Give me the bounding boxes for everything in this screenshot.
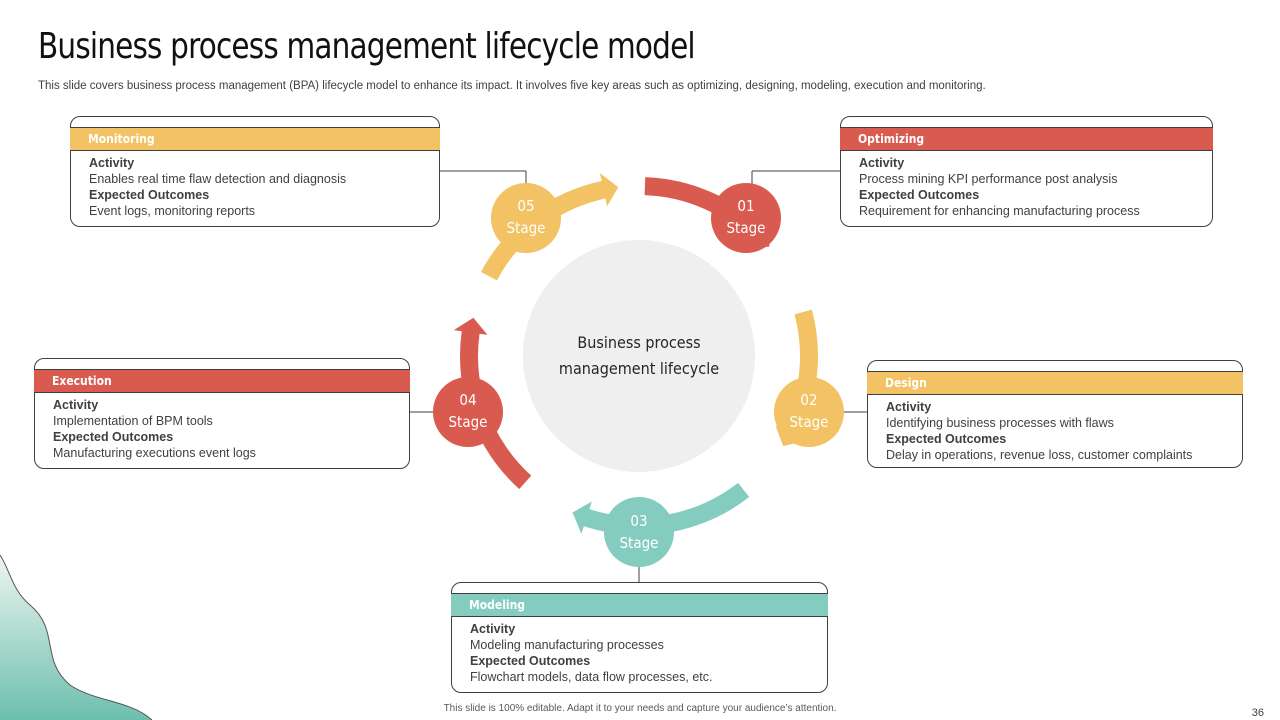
design-card: Design Activity Identifying business pro…	[867, 360, 1243, 468]
center-label: Business process management lifecycle	[524, 330, 754, 382]
stage-03-circle	[604, 497, 674, 567]
monitoring-card-body: Activity Enables real time flaw detectio…	[89, 155, 429, 219]
stage-02-word: Stage	[789, 413, 829, 431]
decorative-wave	[0, 554, 153, 720]
execution-card-header: Execution	[34, 369, 410, 393]
stage-01-number: 01	[737, 197, 755, 215]
optimizing-activity-text: Process mining KPI performance post anal…	[859, 172, 1118, 186]
stage-02-circle	[774, 377, 844, 447]
optimizing-card-header: Optimizing	[840, 127, 1213, 151]
stage-01-word: Stage	[726, 219, 766, 237]
stage-03-word: Stage	[619, 534, 659, 552]
modeling-outcomes-label: Expected Outcomes	[470, 654, 591, 668]
monitoring-outcomes-label: Expected Outcomes	[89, 188, 210, 202]
arrow-stage-04	[453, 317, 532, 490]
execution-card: Execution Activity Implementation of BPM…	[34, 358, 410, 469]
stage-04-circle	[433, 377, 503, 447]
slide-subtitle: This slide covers business process manag…	[38, 80, 986, 92]
optimizing-outcomes-label: Expected Outcomes	[859, 188, 980, 202]
modeling-outcomes-text: Flowchart models, data flow processes, e…	[470, 670, 713, 684]
optimizing-activity-label: Activity	[859, 156, 905, 170]
design-activity-text: Identifying business processes with flaw…	[886, 416, 1114, 430]
monitoring-activity-label: Activity	[89, 156, 135, 170]
stage-03-number: 03	[630, 512, 648, 530]
stage-01-circle	[711, 183, 781, 253]
design-card-header: Design	[867, 371, 1243, 395]
stage-02-number: 02	[800, 391, 818, 409]
modeling-card-body: Activity Modeling manufacturing processe…	[470, 621, 817, 685]
monitoring-activity-text: Enables real time flaw detection and dia…	[89, 172, 347, 186]
execution-outcomes-text: Manufacturing executions event logs	[53, 446, 256, 460]
stage-04-number: 04	[459, 391, 477, 409]
stage-04-word: Stage	[448, 413, 488, 431]
slide-title: Business process management lifecycle mo…	[38, 26, 696, 67]
stage-05-label: 05 Stage	[491, 195, 561, 239]
monitoring-card-header: Monitoring	[70, 127, 440, 151]
stage-03-label: 03 Stage	[604, 510, 674, 554]
modeling-card-header: Modeling	[451, 593, 828, 617]
design-card-body: Activity Identifying business processes …	[886, 399, 1232, 463]
center-label-line2: management lifecycle	[558, 359, 720, 378]
stage-05-circle	[491, 183, 561, 253]
arrow-stage-05	[480, 173, 619, 281]
design-outcomes-label: Expected Outcomes	[886, 432, 1007, 446]
stage-05-number: 05	[517, 197, 535, 215]
modeling-activity-text: Modeling manufacturing processes	[470, 638, 664, 652]
design-activity-label: Activity	[886, 400, 932, 414]
page-number: 36	[1251, 707, 1264, 719]
monitoring-card: Monitoring Activity Enables real time fl…	[70, 116, 440, 227]
execution-activity-label: Activity	[53, 398, 99, 412]
design-outcomes-text: Delay in operations, revenue loss, custo…	[886, 448, 1193, 462]
modeling-activity-label: Activity	[470, 622, 516, 636]
slide-footer: This slide is 100% editable. Adapt it to…	[443, 703, 837, 714]
optimizing-outcomes-text: Requirement for enhancing manufacturing …	[859, 204, 1140, 218]
optimizing-card: Optimizing Activity Process mining KPI p…	[840, 116, 1213, 227]
optimizing-card-body: Activity Process mining KPI performance …	[859, 155, 1202, 219]
center-circle	[523, 240, 755, 472]
modeling-card: Modeling Activity Modeling manufacturing…	[451, 582, 828, 693]
stage-02-label: 02 Stage	[774, 389, 844, 433]
execution-activity-text: Implementation of BPM tools	[53, 414, 213, 428]
stage-01-label: 01 Stage	[711, 195, 781, 239]
monitoring-outcomes-text: Event logs, monitoring reports	[89, 204, 256, 218]
stage-05-word: Stage	[506, 219, 546, 237]
stage-04-label: 04 Stage	[433, 389, 503, 433]
execution-outcomes-label: Expected Outcomes	[53, 430, 174, 444]
center-label-line1: Business process	[577, 333, 701, 352]
execution-card-body: Activity Implementation of BPM tools Exp…	[53, 397, 399, 461]
